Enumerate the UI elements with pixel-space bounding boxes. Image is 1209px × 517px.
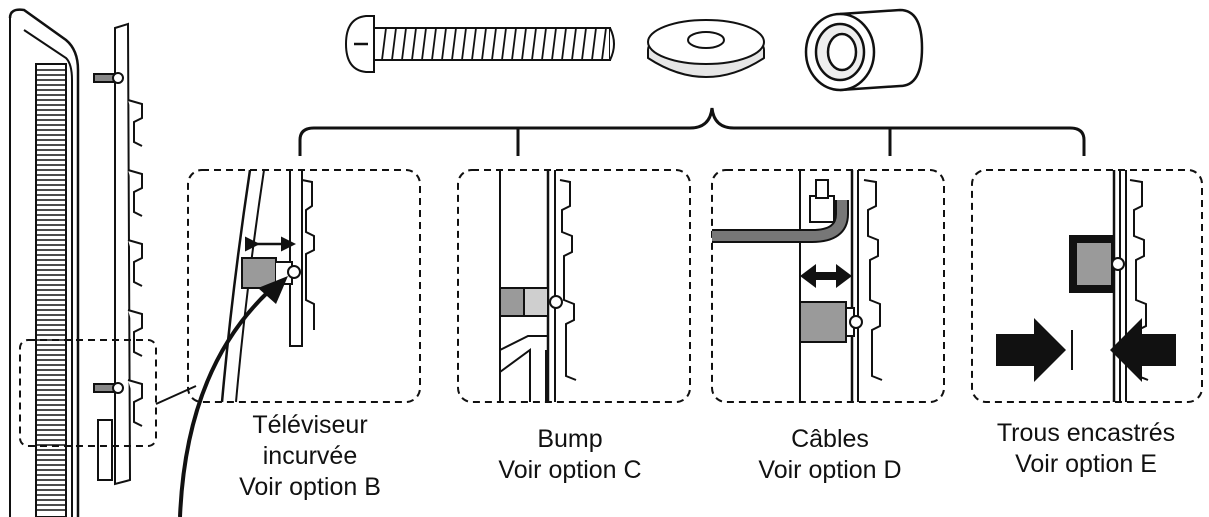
option-e-left-arrow: [996, 318, 1066, 382]
option-b-caption-line-3: Voir option B: [239, 473, 381, 501]
option-b-illustration: [187, 169, 421, 403]
washer-icon: [647, 19, 765, 78]
callout-region: [19, 339, 197, 447]
option-c-caption: Bump Voir option C: [460, 424, 680, 486]
tv-side-profile: [8, 8, 80, 517]
option-d-caption-line-1: Câbles: [791, 425, 869, 453]
option-b-pointer-arrow: [178, 276, 288, 517]
option-e-caption: Trous encastrés Voir option E: [966, 418, 1206, 480]
options-brace: [298, 107, 1086, 156]
wall-bracket-profile: [93, 22, 143, 486]
option-e-illustration: [971, 169, 1203, 403]
option-d-caption-line-2: Voir option D: [758, 456, 902, 484]
option-e-right-arrow: [1110, 318, 1176, 382]
option-b-caption-line-2: incurvée: [262, 442, 358, 470]
spacer-icon: [804, 8, 924, 92]
option-c-caption-line-1: Bump: [537, 425, 603, 453]
option-d-gap-arrow: [800, 264, 852, 288]
option-c-caption-line-2: Voir option C: [498, 456, 642, 484]
option-b-caption-line-1: Téléviseur: [252, 411, 368, 439]
option-e-caption-line-1: Trous encastrés: [996, 419, 1176, 447]
option-c-illustration: [457, 169, 691, 403]
option-e-caption-line-2: Voir option E: [1015, 450, 1157, 478]
screw-icon: [344, 15, 615, 73]
option-b-caption: Téléviseur incurvée Voir option B: [200, 410, 420, 503]
option-d-caption: Câbles Voir option D: [716, 424, 944, 486]
option-d-illustration: [711, 169, 945, 403]
tv-vent-grille: [35, 63, 67, 517]
